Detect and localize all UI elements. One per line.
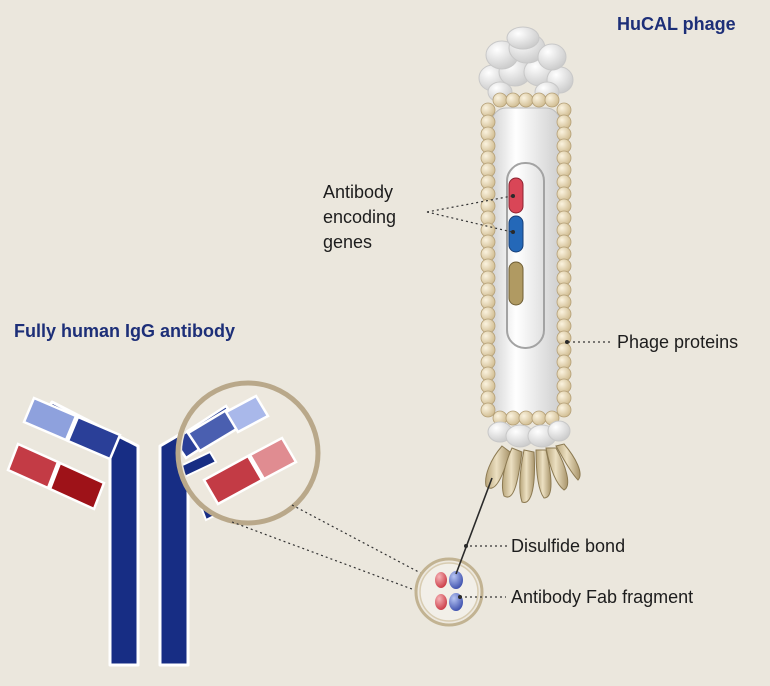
gene-red: [508, 177, 524, 214]
phage-proteins-label: Phage proteins: [617, 332, 739, 352]
coat-protein-bead: [492, 92, 508, 108]
coat-protein-bead: [531, 410, 547, 426]
coat-protein-bead: [544, 92, 560, 108]
antibody-title: Fully human IgG antibody: [14, 321, 236, 341]
disulfide-bond-label: Disulfide bond: [511, 536, 626, 556]
phage-head-cap: [478, 26, 574, 103]
label-dots: [458, 194, 569, 599]
coat-protein-bead: [556, 402, 572, 418]
phage-capsid: [491, 107, 561, 421]
encoding-label-line2: encoding: [323, 207, 397, 227]
phage-coat-proteins: [480, 92, 572, 426]
phage-collar: [487, 420, 571, 448]
encoding-label-line3: genes: [323, 232, 373, 252]
coat-protein-bead: [505, 92, 521, 108]
hucal-phage: [455, 26, 581, 575]
label-leaders: [426, 195, 613, 598]
zoom-leader-lines: [231, 504, 431, 593]
phage-genome: [506, 162, 545, 349]
fab-fragment-label: Antibody Fab fragment: [511, 587, 694, 607]
coat-protein-bead: [518, 410, 534, 426]
fab-fragment: [414, 557, 484, 627]
phage-title: HuCAL phage: [617, 14, 736, 34]
encoding-label-line1: Antibody: [323, 182, 394, 202]
disulfide-tether: [455, 477, 493, 575]
coat-protein-bead: [505, 410, 521, 426]
phage-tail-fibers: [485, 443, 581, 503]
gene-tan: [508, 261, 524, 306]
coat-protein-bead: [531, 92, 547, 108]
disulfide-point: [464, 544, 468, 548]
gene-blue: [508, 215, 524, 253]
coat-protein-bead: [518, 92, 534, 108]
light-chain-left: [6, 396, 122, 511]
zoom-circle: [175, 380, 321, 526]
coat-protein-bead: [480, 402, 496, 418]
